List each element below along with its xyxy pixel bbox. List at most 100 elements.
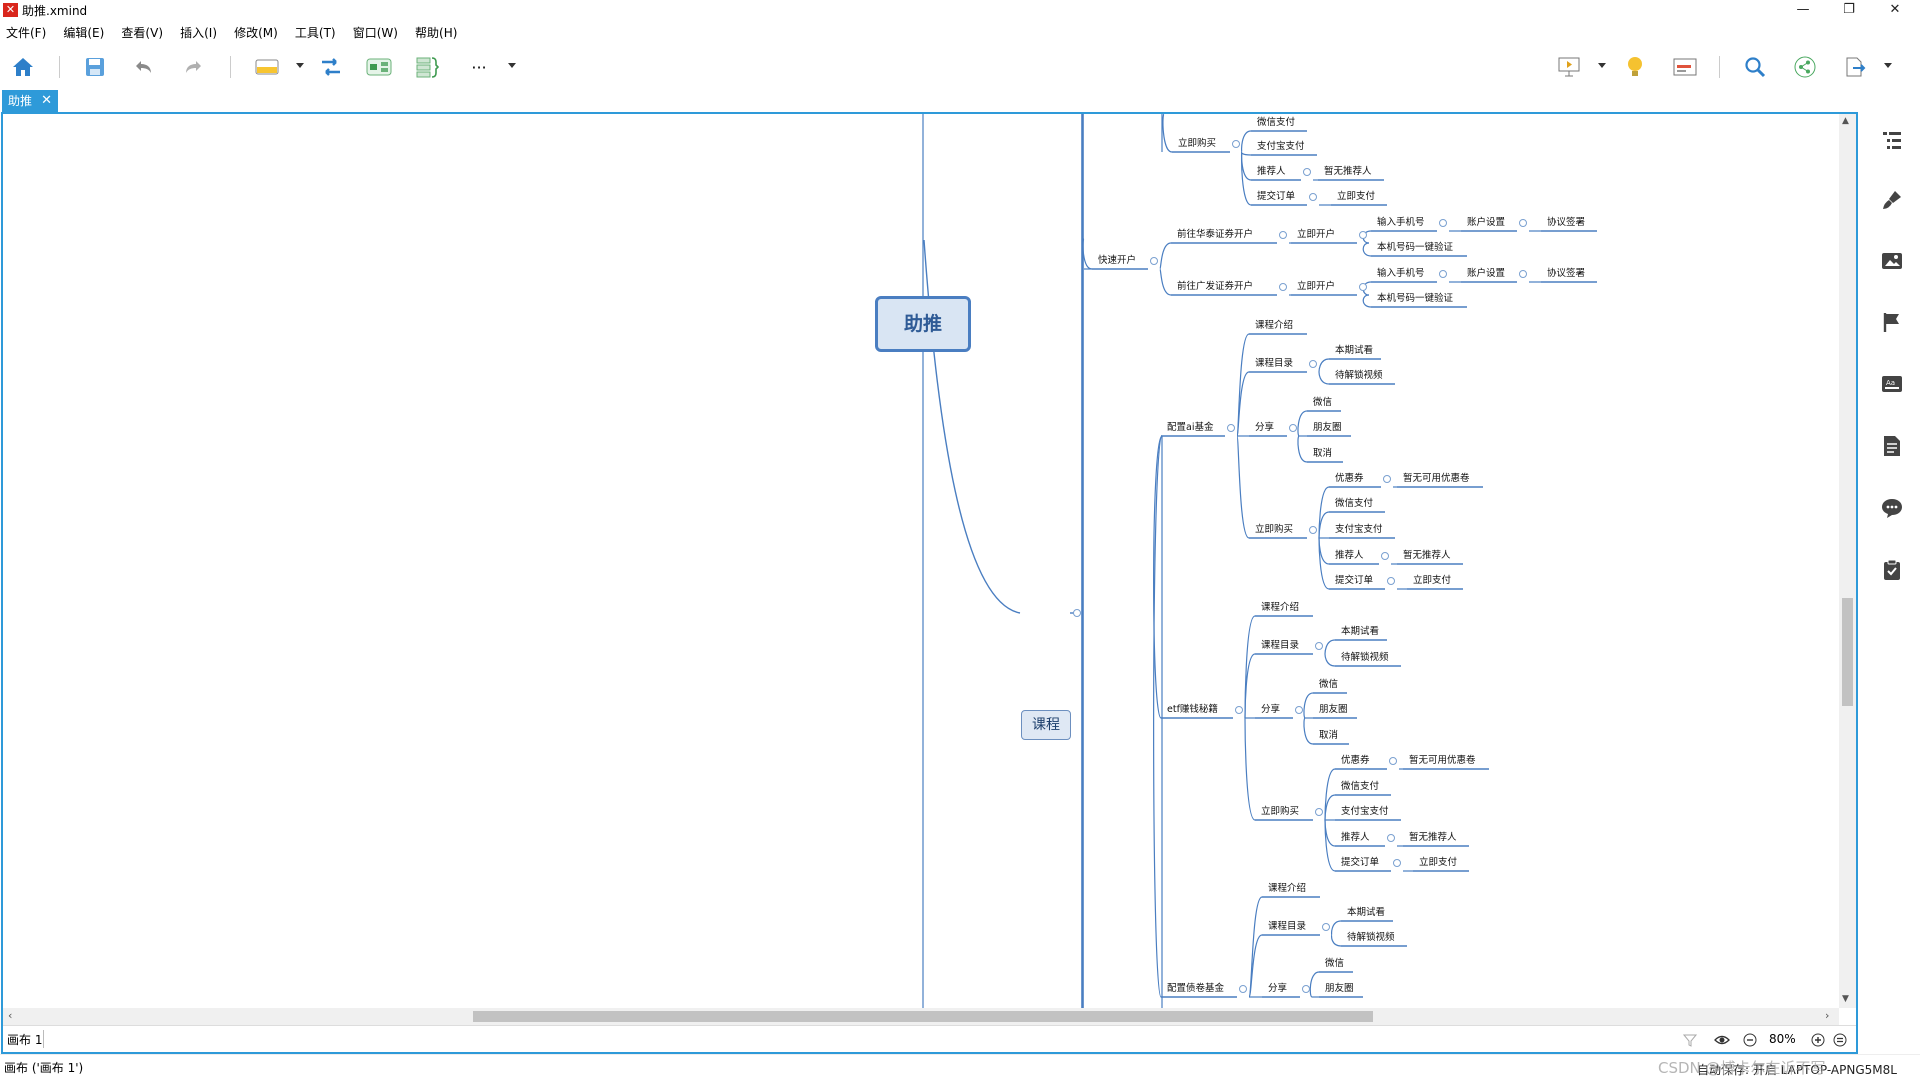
redo-icon[interactable] (180, 54, 206, 80)
subtopic[interactable]: 暂无推荐人 (1409, 832, 1457, 843)
subtopic[interactable]: 课程目录 (1268, 921, 1307, 932)
subtopic[interactable]: 微信 (1319, 679, 1339, 690)
subtopic[interactable]: 推荐人 (1335, 550, 1364, 561)
subtopic[interactable]: 优惠券 (1341, 755, 1370, 766)
subtopic[interactable]: 提交订单 (1257, 191, 1296, 202)
menu-edit[interactable]: 编辑(E) (63, 26, 105, 40)
subtopic[interactable]: 分享 (1261, 704, 1281, 715)
menu-window[interactable]: 窗口(W) (352, 26, 398, 40)
menu-file[interactable]: 文件(F) (6, 26, 47, 40)
collapse-toggle-icon[interactable] (1439, 270, 1447, 278)
subtopic[interactable]: 取消 (1319, 730, 1339, 741)
collapse-toggle-icon[interactable] (1279, 283, 1287, 291)
gantt-icon[interactable] (1672, 54, 1698, 80)
central-topic[interactable]: 助推 (875, 296, 971, 352)
topic-icon[interactable] (254, 54, 280, 80)
presentation-dropdown-chevron-down-icon[interactable] (1598, 63, 1606, 68)
collapse-toggle-icon[interactable] (1302, 985, 1310, 993)
undo-icon[interactable] (131, 54, 157, 80)
collapse-toggle-icon[interactable] (1315, 642, 1323, 650)
vertical-scrollbar[interactable]: ▲ ▼ (1839, 114, 1856, 1008)
subtopic[interactable]: 输入手机号 (1377, 268, 1425, 279)
zoom-out-icon[interactable] (1743, 1032, 1757, 1051)
collapse-toggle-icon[interactable] (1295, 706, 1303, 714)
subtopic[interactable]: 推荐人 (1257, 166, 1286, 177)
subtopic[interactable]: 朋友圈 (1319, 704, 1348, 715)
subtopic[interactable]: 课程介绍 (1268, 883, 1307, 894)
collapse-toggle-icon[interactable] (1359, 283, 1367, 291)
subtopic[interactable]: 配置ai基金 (1167, 422, 1214, 433)
subtopic[interactable]: 待解锁视频 (1341, 652, 1389, 663)
subtopic[interactable]: 协议签署 (1547, 217, 1586, 228)
collapse-toggle-icon[interactable] (1383, 475, 1391, 483)
collapse-toggle-icon[interactable] (1389, 757, 1397, 765)
subtopic[interactable]: 分享 (1255, 422, 1275, 433)
subtopic[interactable]: 微信支付 (1335, 498, 1374, 509)
subtopic[interactable]: 待解锁视频 (1335, 370, 1383, 381)
subtopic[interactable]: 待解锁视频 (1347, 932, 1395, 943)
zoom-in-icon[interactable] (1811, 1032, 1825, 1051)
subtopic[interactable]: 立即支付 (1337, 191, 1376, 202)
subtopic[interactable]: 朋友圈 (1325, 983, 1354, 994)
maximize-button[interactable]: ❐ (1843, 2, 1855, 17)
menu-modify[interactable]: 修改(M) (234, 26, 278, 40)
presentation-icon[interactable] (1556, 54, 1582, 80)
subtopic[interactable]: 立即购买 (1255, 524, 1294, 535)
export-icon[interactable] (1842, 54, 1868, 80)
text-style-icon[interactable]: Aa (1880, 372, 1904, 396)
subtopic[interactable]: 前往广发证券开户 (1177, 281, 1254, 292)
more-icon[interactable]: ··· (471, 57, 487, 77)
filter-icon[interactable] (1682, 1032, 1698, 1051)
tab-zhutui[interactable]: 助推 ✕ (2, 90, 58, 112)
subtopic[interactable]: 微信支付 (1257, 117, 1296, 128)
horizontal-scrollbar[interactable]: ‹ › (3, 1008, 1839, 1025)
horizontal-scroll-thumb[interactable] (473, 1011, 1373, 1022)
close-button[interactable]: ✕ (1889, 2, 1901, 17)
scroll-down-icon[interactable]: ▼ (1842, 994, 1849, 1004)
collapse-toggle-icon[interactable] (1387, 577, 1395, 585)
subtopic[interactable]: 分享 (1268, 983, 1288, 994)
sheet-tab[interactable]: 画布 1 (7, 1033, 43, 1047)
collapse-toggle-icon[interactable] (1239, 985, 1247, 993)
menu-view[interactable]: 查看(V) (121, 26, 163, 40)
subtopic[interactable]: 账户设置 (1467, 217, 1506, 228)
menu-tools[interactable]: 工具(T) (294, 26, 336, 40)
collapse-toggle-icon[interactable] (1235, 706, 1243, 714)
more-dropdown-chevron-down-icon[interactable] (508, 63, 516, 68)
subtopic[interactable]: 本期试看 (1347, 907, 1386, 918)
subtopic[interactable]: 推荐人 (1341, 832, 1370, 843)
collapse-toggle-icon[interactable] (1309, 360, 1317, 368)
comments-icon[interactable] (1880, 496, 1904, 520)
subtopic[interactable]: 取消 (1313, 448, 1333, 459)
home-icon[interactable] (10, 54, 36, 80)
collapse-toggle-icon[interactable] (1322, 923, 1330, 931)
format-brush-icon[interactable] (1880, 188, 1904, 212)
subtopic[interactable]: 账户设置 (1467, 268, 1506, 279)
subtopic[interactable]: 本机号码一键验证 (1377, 293, 1454, 304)
zoom-menu-icon[interactable] (1833, 1032, 1847, 1051)
collapse-toggle-icon[interactable] (1303, 168, 1311, 176)
collapse-toggle-icon[interactable] (1227, 424, 1235, 432)
share-icon[interactable] (1792, 54, 1818, 80)
subtopic[interactable]: 课程目录 (1255, 358, 1294, 369)
main-topic-course[interactable]: 课程 (1021, 710, 1071, 740)
subtopic[interactable]: 暂无推荐人 (1324, 166, 1372, 177)
collapse-toggle-icon[interactable] (1519, 219, 1527, 227)
collapse-toggle-icon[interactable] (1279, 231, 1287, 239)
scroll-left-icon[interactable]: ‹ (8, 1009, 13, 1022)
subtopic[interactable]: 本机号码一键验证 (1377, 242, 1454, 253)
subtopic[interactable]: etf赚钱秘籍 (1167, 704, 1218, 715)
search-icon[interactable] (1742, 54, 1768, 80)
subtopic[interactable]: 协议签署 (1547, 268, 1586, 279)
tab-close-icon[interactable]: ✕ (41, 93, 52, 108)
export-dropdown-chevron-down-icon[interactable] (1884, 63, 1892, 68)
collapse-toggle-icon[interactable] (1359, 231, 1367, 239)
collapse-toggle-icon[interactable] (1439, 219, 1447, 227)
subtopic[interactable]: 微信 (1325, 958, 1345, 969)
subtopic[interactable]: 立即购买 (1178, 138, 1217, 149)
collapse-toggle-icon[interactable] (1309, 526, 1317, 534)
subtopic[interactable]: 本期试看 (1341, 626, 1380, 637)
task-clipboard-icon[interactable] (1880, 558, 1904, 582)
collapse-toggle-icon[interactable] (1381, 552, 1389, 560)
subtopic[interactable]: 优惠券 (1335, 473, 1364, 484)
